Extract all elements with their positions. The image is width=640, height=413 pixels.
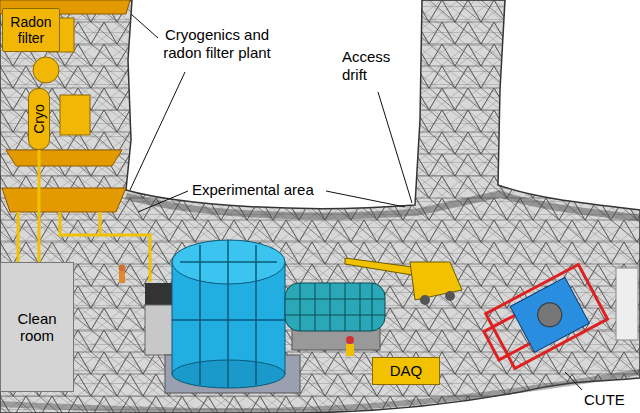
crane-wheel <box>445 291 455 301</box>
plant-module <box>60 95 90 135</box>
leader-line <box>131 14 158 38</box>
cute-frame <box>486 264 608 368</box>
node-text: DAQ <box>390 362 423 379</box>
leader-line <box>378 92 412 203</box>
equipment-box <box>145 283 173 305</box>
callout-label: Cryogenics and radon filter plant <box>160 26 274 62</box>
callout-label: Experimental area <box>192 181 314 199</box>
callout-label: CUTE <box>584 391 625 409</box>
cylinder-grid <box>285 283 385 331</box>
equipment-box: Clean room <box>0 262 74 392</box>
horizontal-cylinder <box>285 283 385 331</box>
radon-filter-vessel <box>33 57 59 83</box>
equipment-box: DAQ <box>372 357 440 385</box>
pipe-connector <box>38 150 41 262</box>
tunnel-floor-edge <box>0 372 640 411</box>
person <box>346 336 354 344</box>
pipe <box>99 212 102 235</box>
leader-line <box>326 191 405 207</box>
node-text: Clean room <box>1 310 73 345</box>
crane-wheel <box>420 295 430 305</box>
node-text: Cryo <box>31 104 47 134</box>
cute-shield <box>510 277 589 352</box>
equipment-box <box>145 305 173 355</box>
cute-facility <box>477 264 608 373</box>
crane-arm <box>345 258 420 276</box>
leader-line <box>130 72 185 190</box>
callout-label: Access drift <box>342 48 402 84</box>
crane-body <box>410 262 462 300</box>
person <box>119 271 125 283</box>
equipment-box: Cryo <box>28 88 50 150</box>
wall-block <box>616 268 638 340</box>
pipe <box>17 212 20 262</box>
platform <box>6 150 122 166</box>
node-text: Radon filter <box>3 14 59 46</box>
tank-panels <box>172 240 285 388</box>
person <box>119 265 126 272</box>
cute-cryostat <box>533 299 565 331</box>
equipment-box: Radon filter <box>2 8 60 52</box>
leader-line <box>138 191 188 212</box>
person <box>346 344 354 356</box>
platform <box>2 188 126 212</box>
leader-line <box>565 372 582 390</box>
